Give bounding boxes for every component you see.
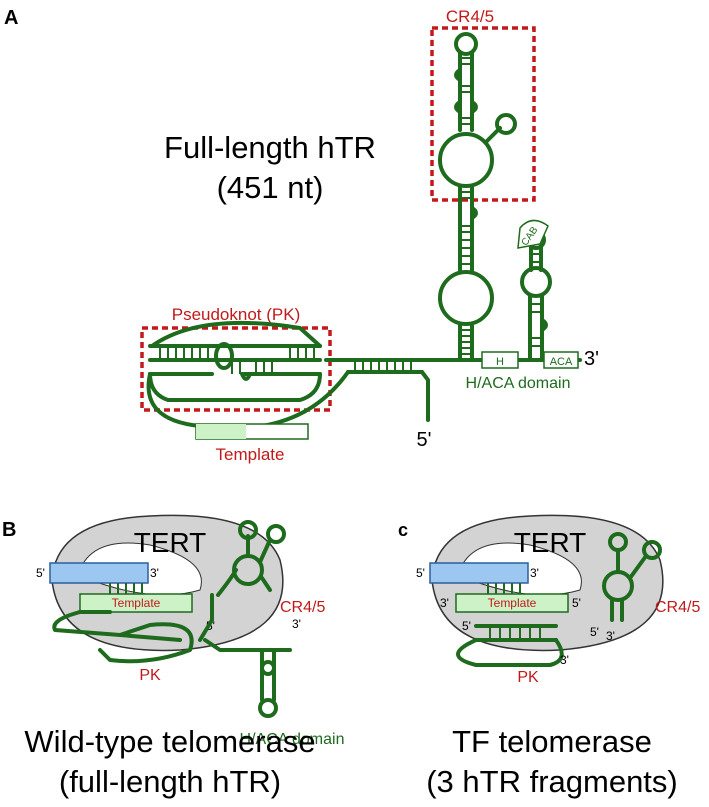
caption-c-line2: (3 hTR fragments) [426, 764, 678, 799]
pk-fragment-c [456, 624, 564, 667]
cab-box [517, 219, 549, 249]
template-label-c: Template [488, 596, 537, 610]
three-prime-label-a: 3' [584, 348, 599, 370]
cr45-3prime-c: 3' [606, 629, 615, 643]
haca-structure-b [258, 648, 278, 718]
aca-box-label: ACA [550, 356, 573, 368]
panel-a-title-line1: Full-length hTR [164, 130, 376, 165]
pk-structure-b [52, 593, 292, 664]
cr45-label-b: CR4/5 [280, 599, 325, 616]
pk-label-c: PK [517, 669, 539, 686]
template-bar-fill [196, 424, 246, 439]
panel-b: B TERT 5' 3' Template 5' 3' PK [2, 514, 345, 799]
template-3prime-c: 3' [440, 596, 449, 610]
cr45-structure-b [216, 520, 286, 597]
dna-5prime-c: 5' [416, 566, 425, 580]
panel-a: A Full-length hTR (451 nt) CR4/5 [4, 7, 599, 464]
pk-label: Pseudoknot (PK) [172, 305, 301, 324]
dna-3prime-c: 3' [530, 566, 539, 580]
panel-c-letter: c [398, 520, 408, 540]
rna-3prime-b: 3' [292, 617, 301, 631]
aca-box [543, 351, 579, 369]
haca-domain-label: H/ACA domain [466, 375, 571, 392]
cr45-highlight-box [430, 26, 536, 202]
template-label-b: Template [112, 596, 161, 610]
pseudoknot-structure [146, 320, 350, 431]
tert-label-c: TERT [514, 527, 587, 558]
cr45-label-c: CR4/5 [655, 599, 700, 616]
haca-hairpin: CAB [517, 219, 552, 362]
dna-5prime-b: 5' [36, 566, 45, 580]
dna-rna-rungs-c [487, 583, 521, 595]
template-box-c [455, 593, 569, 613]
panel-b-letter: B [2, 519, 16, 541]
pk-3prime-c: 3' [560, 653, 569, 667]
dna-strand-c [429, 562, 529, 584]
dna-rna-rungs-b [109, 583, 143, 595]
cr45-stem [438, 32, 517, 362]
panel-a-letter: A [4, 7, 18, 29]
panel-c: c TERT 5' 3' 3' Template 5' 5' 3' CR4/5 [398, 514, 700, 799]
p2-helix [346, 358, 430, 422]
dna-3prime-b: 3' [150, 566, 159, 580]
caption-b-line2: (full-length hTR) [59, 764, 281, 799]
template-label-a: Template [216, 445, 285, 464]
cr45-label: CR4/5 [446, 7, 494, 26]
pk-label-b: PK [139, 667, 161, 684]
five-prime-label-a: 5' [417, 429, 432, 451]
cr45-fragment-c [602, 532, 662, 622]
dna-strand-b [49, 562, 149, 584]
h-box-label: H [496, 356, 504, 368]
pk-5prime-c: 5' [462, 619, 471, 633]
panel-a-title-line2: (451 nt) [217, 170, 324, 205]
pk-highlight-box [140, 326, 332, 412]
cr45-5prime-c: 5' [590, 625, 599, 639]
h-box [481, 351, 519, 369]
template-5prime-c: 5' [572, 596, 581, 610]
haca-label-b: H/ACA domain [240, 731, 345, 748]
caption-b-line1: Wild-type telomerase [24, 724, 315, 759]
cr45-stem-rungs [460, 57, 472, 355]
caption-c-line1: TF telomerase [452, 724, 652, 759]
template-box-b [79, 593, 193, 613]
tert-label-b: TERT [134, 527, 207, 558]
